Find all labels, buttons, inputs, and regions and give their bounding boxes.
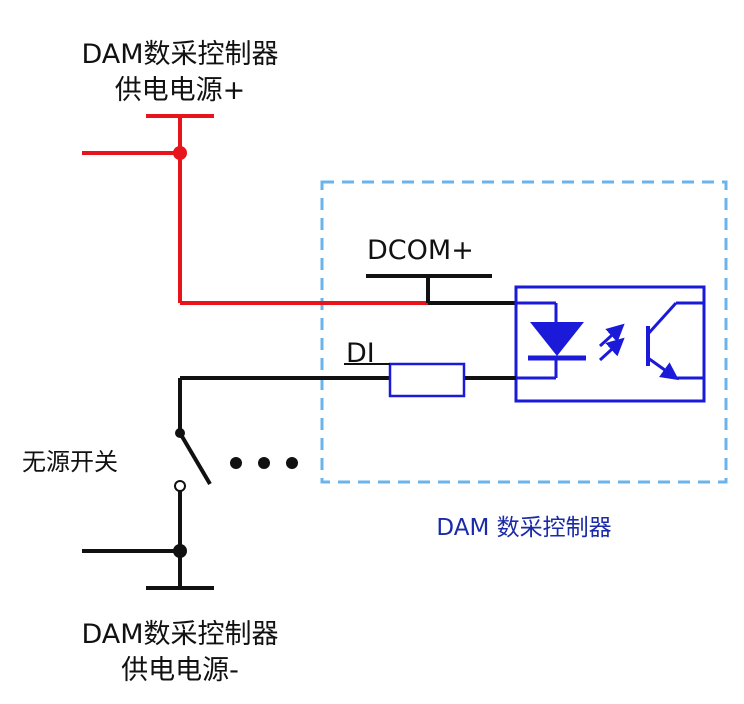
di-label: DI [346, 338, 375, 369]
switch-contact-bottom [174, 480, 186, 492]
led-diode-icon [530, 322, 584, 356]
controller-boundary [320, 180, 728, 484]
di-input-wire [178, 376, 516, 430]
black-junction-dot [173, 544, 187, 558]
light-arrows-icon [598, 323, 625, 362]
optocoupler-internals [516, 301, 704, 381]
power-minus-label-line2: 供电电源- [121, 655, 239, 686]
dcom-label: DCOM+ [367, 235, 474, 266]
optocoupler-box [514, 285, 706, 403]
switch-label: 无源开关 [22, 448, 118, 476]
controller-label: DAM 数采控制器 [436, 515, 612, 541]
power-plus-label-line1: DAM数采控制器 [81, 39, 279, 70]
red-junction-dot [173, 146, 187, 160]
dcom-terminal [366, 274, 516, 305]
more-switches-dots [230, 457, 298, 469]
resistor [388, 362, 466, 398]
power-minus-label-line1: DAM数采控制器 [81, 619, 279, 650]
power-plus-label-line2: 供电电源+ [114, 75, 246, 106]
switch-blade [178, 431, 212, 486]
supply-minus-wire [82, 491, 214, 590]
